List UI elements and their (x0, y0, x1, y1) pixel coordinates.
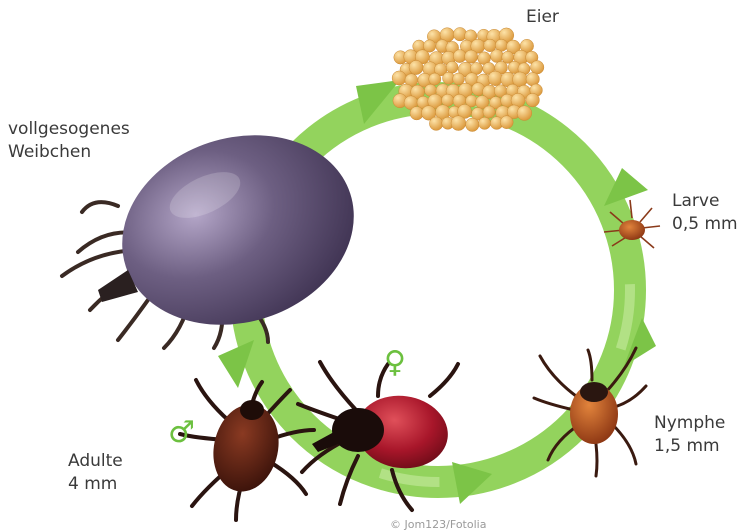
egg (446, 61, 458, 73)
male-symbol-icon: ♂ (168, 418, 195, 448)
egg (479, 117, 491, 129)
egg (488, 71, 503, 86)
egg (451, 116, 466, 131)
label-adult-size: 4 mm (68, 473, 117, 495)
egg (409, 60, 423, 74)
label-adult-name: Adulte (68, 450, 123, 472)
label-nymph-name: Nymphe (654, 412, 725, 434)
label-engorged-female-line2: Weibchen (8, 141, 91, 163)
label-eggs: Eier (526, 6, 559, 28)
egg (429, 117, 443, 131)
egg (392, 71, 406, 85)
egg (526, 93, 540, 107)
egg (466, 118, 479, 131)
egg (453, 50, 466, 63)
egg (465, 50, 478, 63)
egg (490, 50, 503, 63)
eggs-cluster (392, 28, 544, 132)
egg (517, 106, 532, 121)
label-larva-size: 0,5 mm (672, 213, 738, 235)
egg (429, 73, 441, 85)
egg (500, 116, 513, 129)
label-larva-name: Larve (672, 190, 719, 212)
female-symbol-icon: ♀ (384, 348, 406, 378)
egg (453, 73, 465, 85)
label-engorged-female-line1: vollgesogenes (8, 118, 130, 140)
egg (483, 106, 495, 118)
label-nymph-size: 1,5 mm (654, 435, 720, 457)
egg (531, 61, 544, 74)
image-credit: © Jom123/Fotolia (390, 518, 486, 531)
